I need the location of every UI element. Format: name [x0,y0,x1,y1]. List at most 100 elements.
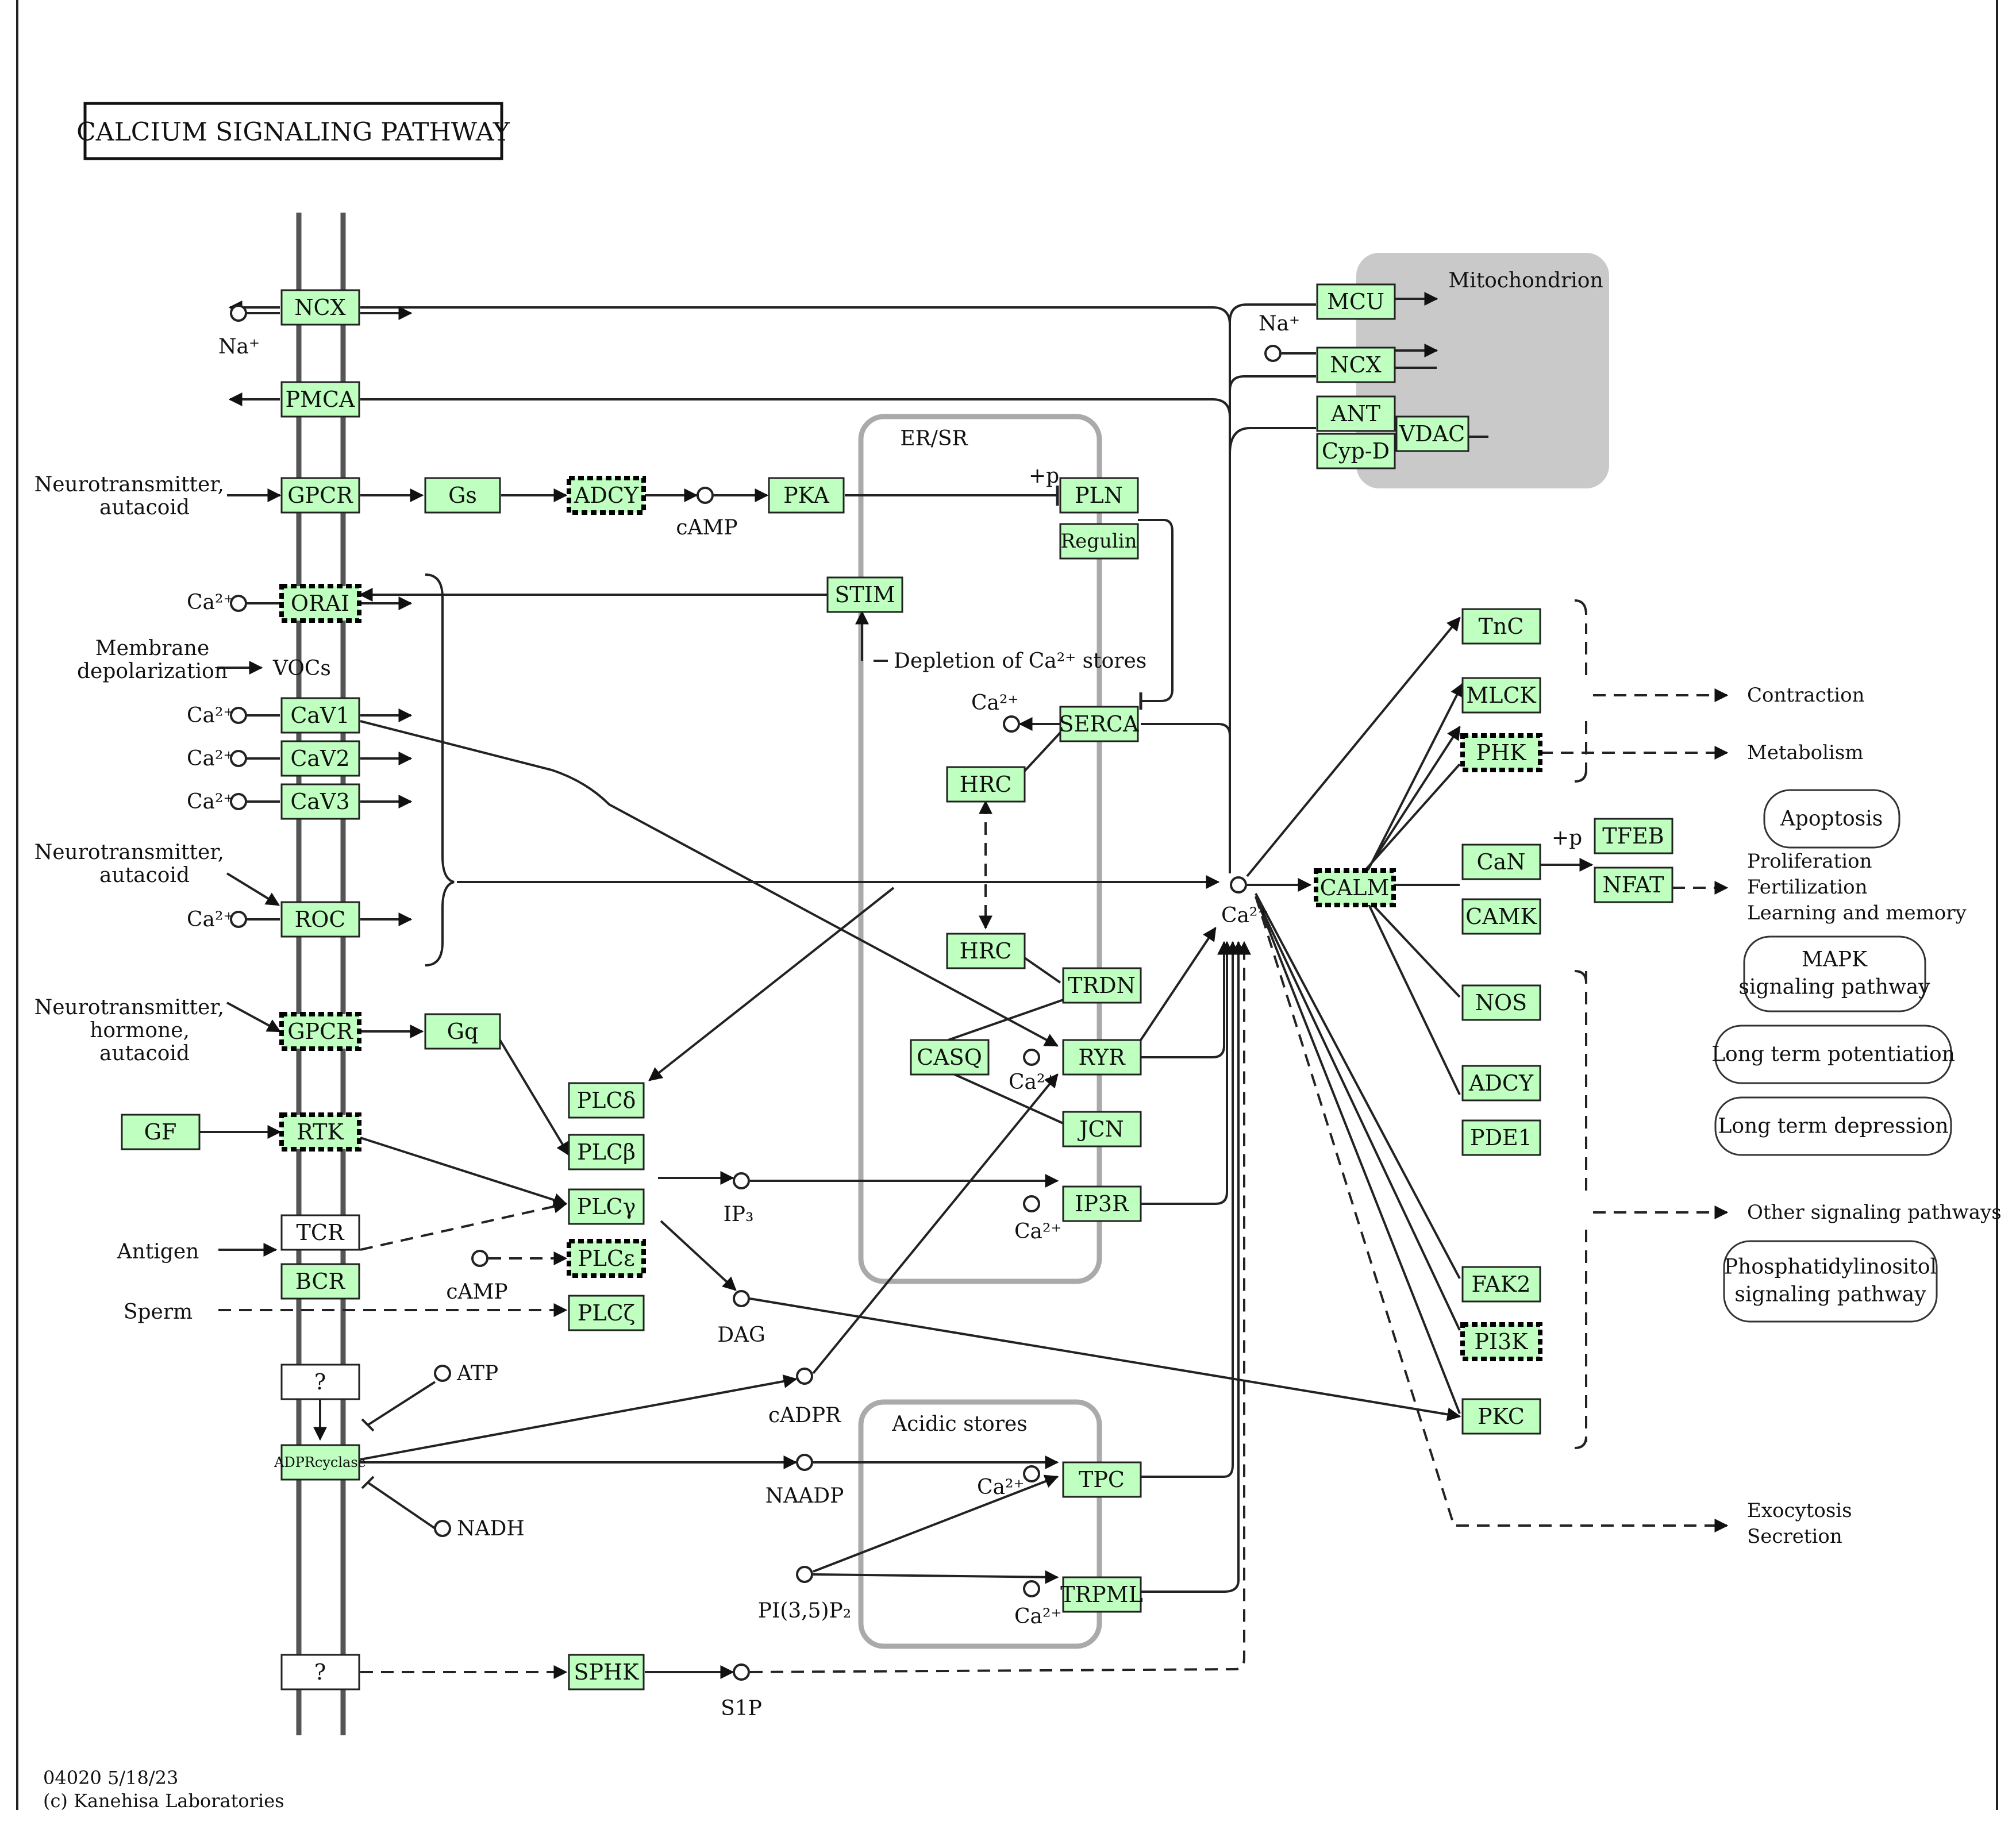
gene-hrc-1[interactable]: HRC [946,766,1026,803]
svg-text:NCX: NCX [294,295,345,320]
svg-text:SPHK: SPHK [574,1659,639,1685]
gene-tfeb[interactable]: TFEB [1594,818,1673,854]
gene-gpcr-2[interactable]: GPCR [279,1012,361,1051]
label-nadh: NADH [457,1517,525,1541]
gene-roc[interactable]: ROC [280,901,360,938]
svg-text:STIM: STIM [834,582,895,607]
svg-text:Gq: Gq [447,1019,479,1044]
svg-text:PDE1: PDE1 [1470,1125,1532,1150]
label-ca-roc: Ca²⁺ [187,908,234,931]
label-vocs: VOCs [272,657,331,680]
gene-unknown-1[interactable]: ? [280,1364,360,1400]
svg-text:RYR: RYR [1078,1045,1126,1070]
gene-phk[interactable]: PHK [1460,733,1542,772]
gene-bcr[interactable]: BCR [280,1263,360,1300]
compound-atp [434,1365,451,1382]
outcome-learning: Learning and memory [1747,902,1967,925]
gene-plc-epsilon[interactable]: PLCε [567,1239,646,1278]
gene-gq[interactable]: Gq [424,1013,501,1050]
gene-pi3k[interactable]: PI3K [1460,1322,1542,1361]
label-neurotransmitter-3: Neurotransmitter, [34,996,224,1019]
gene-vdac[interactable]: VDAC [1395,415,1469,452]
gene-ip3r[interactable]: IP3R [1062,1185,1142,1222]
gene-cav2[interactable]: CaV2 [280,740,360,777]
gene-mlck[interactable]: MLCK [1461,677,1541,714]
gene-pkc[interactable]: PKC [1461,1398,1541,1435]
outcome-apoptosis[interactable]: Apoptosis [1763,789,1900,849]
gene-can[interactable]: CaN [1461,844,1541,880]
gene-adprcyclase[interactable]: ADPRcyclase [274,1444,366,1481]
gene-orai[interactable]: ORAI [279,584,361,623]
gene-plc-gamma[interactable]: PLCγ [568,1188,645,1225]
gene-hrc-2[interactable]: HRC [946,933,1026,969]
gene-nos[interactable]: NOS [1461,984,1541,1021]
label-depolarization: depolarization [77,660,228,683]
compounds [230,305,1282,1681]
label-ca-serca: Ca²⁺ [971,691,1018,715]
svg-text:SERCA: SERCA [1059,711,1139,737]
svg-text:CaV3: CaV3 [290,789,349,814]
outcome-ltp[interactable]: Long term potentiation [1711,1025,1955,1084]
gene-tpc[interactable]: TPC [1062,1461,1142,1498]
gene-pmca[interactable]: PMCA [280,381,360,418]
gene-mcu[interactable]: MCU [1316,283,1396,320]
svg-text:PLCγ: PLCγ [577,1194,636,1219]
gene-plc-zeta[interactable]: PLCζ [568,1295,645,1331]
gene-camk[interactable]: CAMK [1461,898,1541,935]
gene-cyp-d[interactable]: Cyp-D [1316,433,1396,469]
label-s1p: S1P [721,1697,762,1720]
gene-tcr[interactable]: TCR [280,1214,360,1251]
gene-adcy-2[interactable]: ADCY [1461,1065,1541,1102]
gene-calm[interactable]: CALM [1314,868,1396,907]
svg-text:PLCδ: PLCδ [577,1088,636,1113]
gene-rtk[interactable]: RTK [279,1112,361,1152]
compound-camp-1 [697,487,714,504]
gene-trpml[interactable]: TRPML [1060,1576,1143,1613]
gene-jcn[interactable]: JCN [1062,1111,1142,1147]
label-ca-cav2: Ca²⁺ [187,747,234,771]
gene-gf[interactable]: GF [121,1114,201,1150]
svg-text:TCR: TCR [296,1220,344,1245]
gene-gpcr-1[interactable]: GPCR [280,477,360,514]
er-sr-region [858,414,1102,1284]
svg-text:NOS: NOS [1475,990,1527,1015]
gene-casq[interactable]: CASQ [910,1039,990,1076]
compound-ca-ip3r [1023,1195,1040,1212]
gene-gs[interactable]: Gs [424,477,501,514]
outcome-ltd[interactable]: Long term depression [1714,1096,1952,1156]
title-box: CALCIUM SIGNALING PATHWAY [76,102,510,160]
gene-ncx-1[interactable]: NCX [280,289,360,326]
label-na-2: Na⁺ [1259,312,1300,336]
gene-tnc[interactable]: TnC [1461,608,1541,645]
svg-text:Phosphatidylinositol: Phosphatidylinositol [1724,1256,1937,1279]
outcome-other: Other signaling pathways [1747,1201,2002,1224]
gene-adcy-1[interactable]: ADCY [567,476,646,515]
gene-nfat[interactable]: NFAT [1594,866,1673,903]
gene-stim[interactable]: STIM [826,576,903,613]
gene-trdn[interactable]: TRDN [1062,967,1142,1004]
svg-text:Long term potentiation: Long term potentiation [1711,1043,1955,1066]
gene-pde1[interactable]: PDE1 [1461,1119,1541,1156]
label-na-1: Na⁺ [218,335,260,359]
label-depletion: Depletion of Ca²⁺ stores [894,649,1146,673]
gene-unknown-2[interactable]: ? [280,1654,360,1690]
gene-plc-delta[interactable]: PLCδ [568,1082,645,1119]
compound-ca-cav3 [230,793,247,810]
gene-ncx-2[interactable]: NCX [1316,346,1396,383]
gene-ant[interactable]: ANT [1316,395,1396,432]
gene-pka[interactable]: PKA [768,477,845,514]
label-ca-ip3r: Ca²⁺ [1014,1220,1061,1243]
gene-plc-beta[interactable]: PLCβ [568,1134,645,1170]
gene-pln[interactable]: PLN [1059,477,1139,514]
gene-ryr[interactable]: RYR [1062,1039,1142,1076]
compound-ca-ryr [1023,1049,1040,1066]
gene-serca[interactable]: SERCA [1059,706,1139,742]
gene-cav1[interactable]: CaV1 [280,697,360,734]
gene-cav3[interactable]: CaV3 [280,783,360,820]
gene-fak2[interactable]: FAK2 [1461,1266,1541,1303]
gene-sphk[interactable]: SPHK [568,1654,645,1690]
compound-camp-2 [471,1250,488,1267]
gene-regulin[interactable]: Regulin [1059,523,1139,560]
